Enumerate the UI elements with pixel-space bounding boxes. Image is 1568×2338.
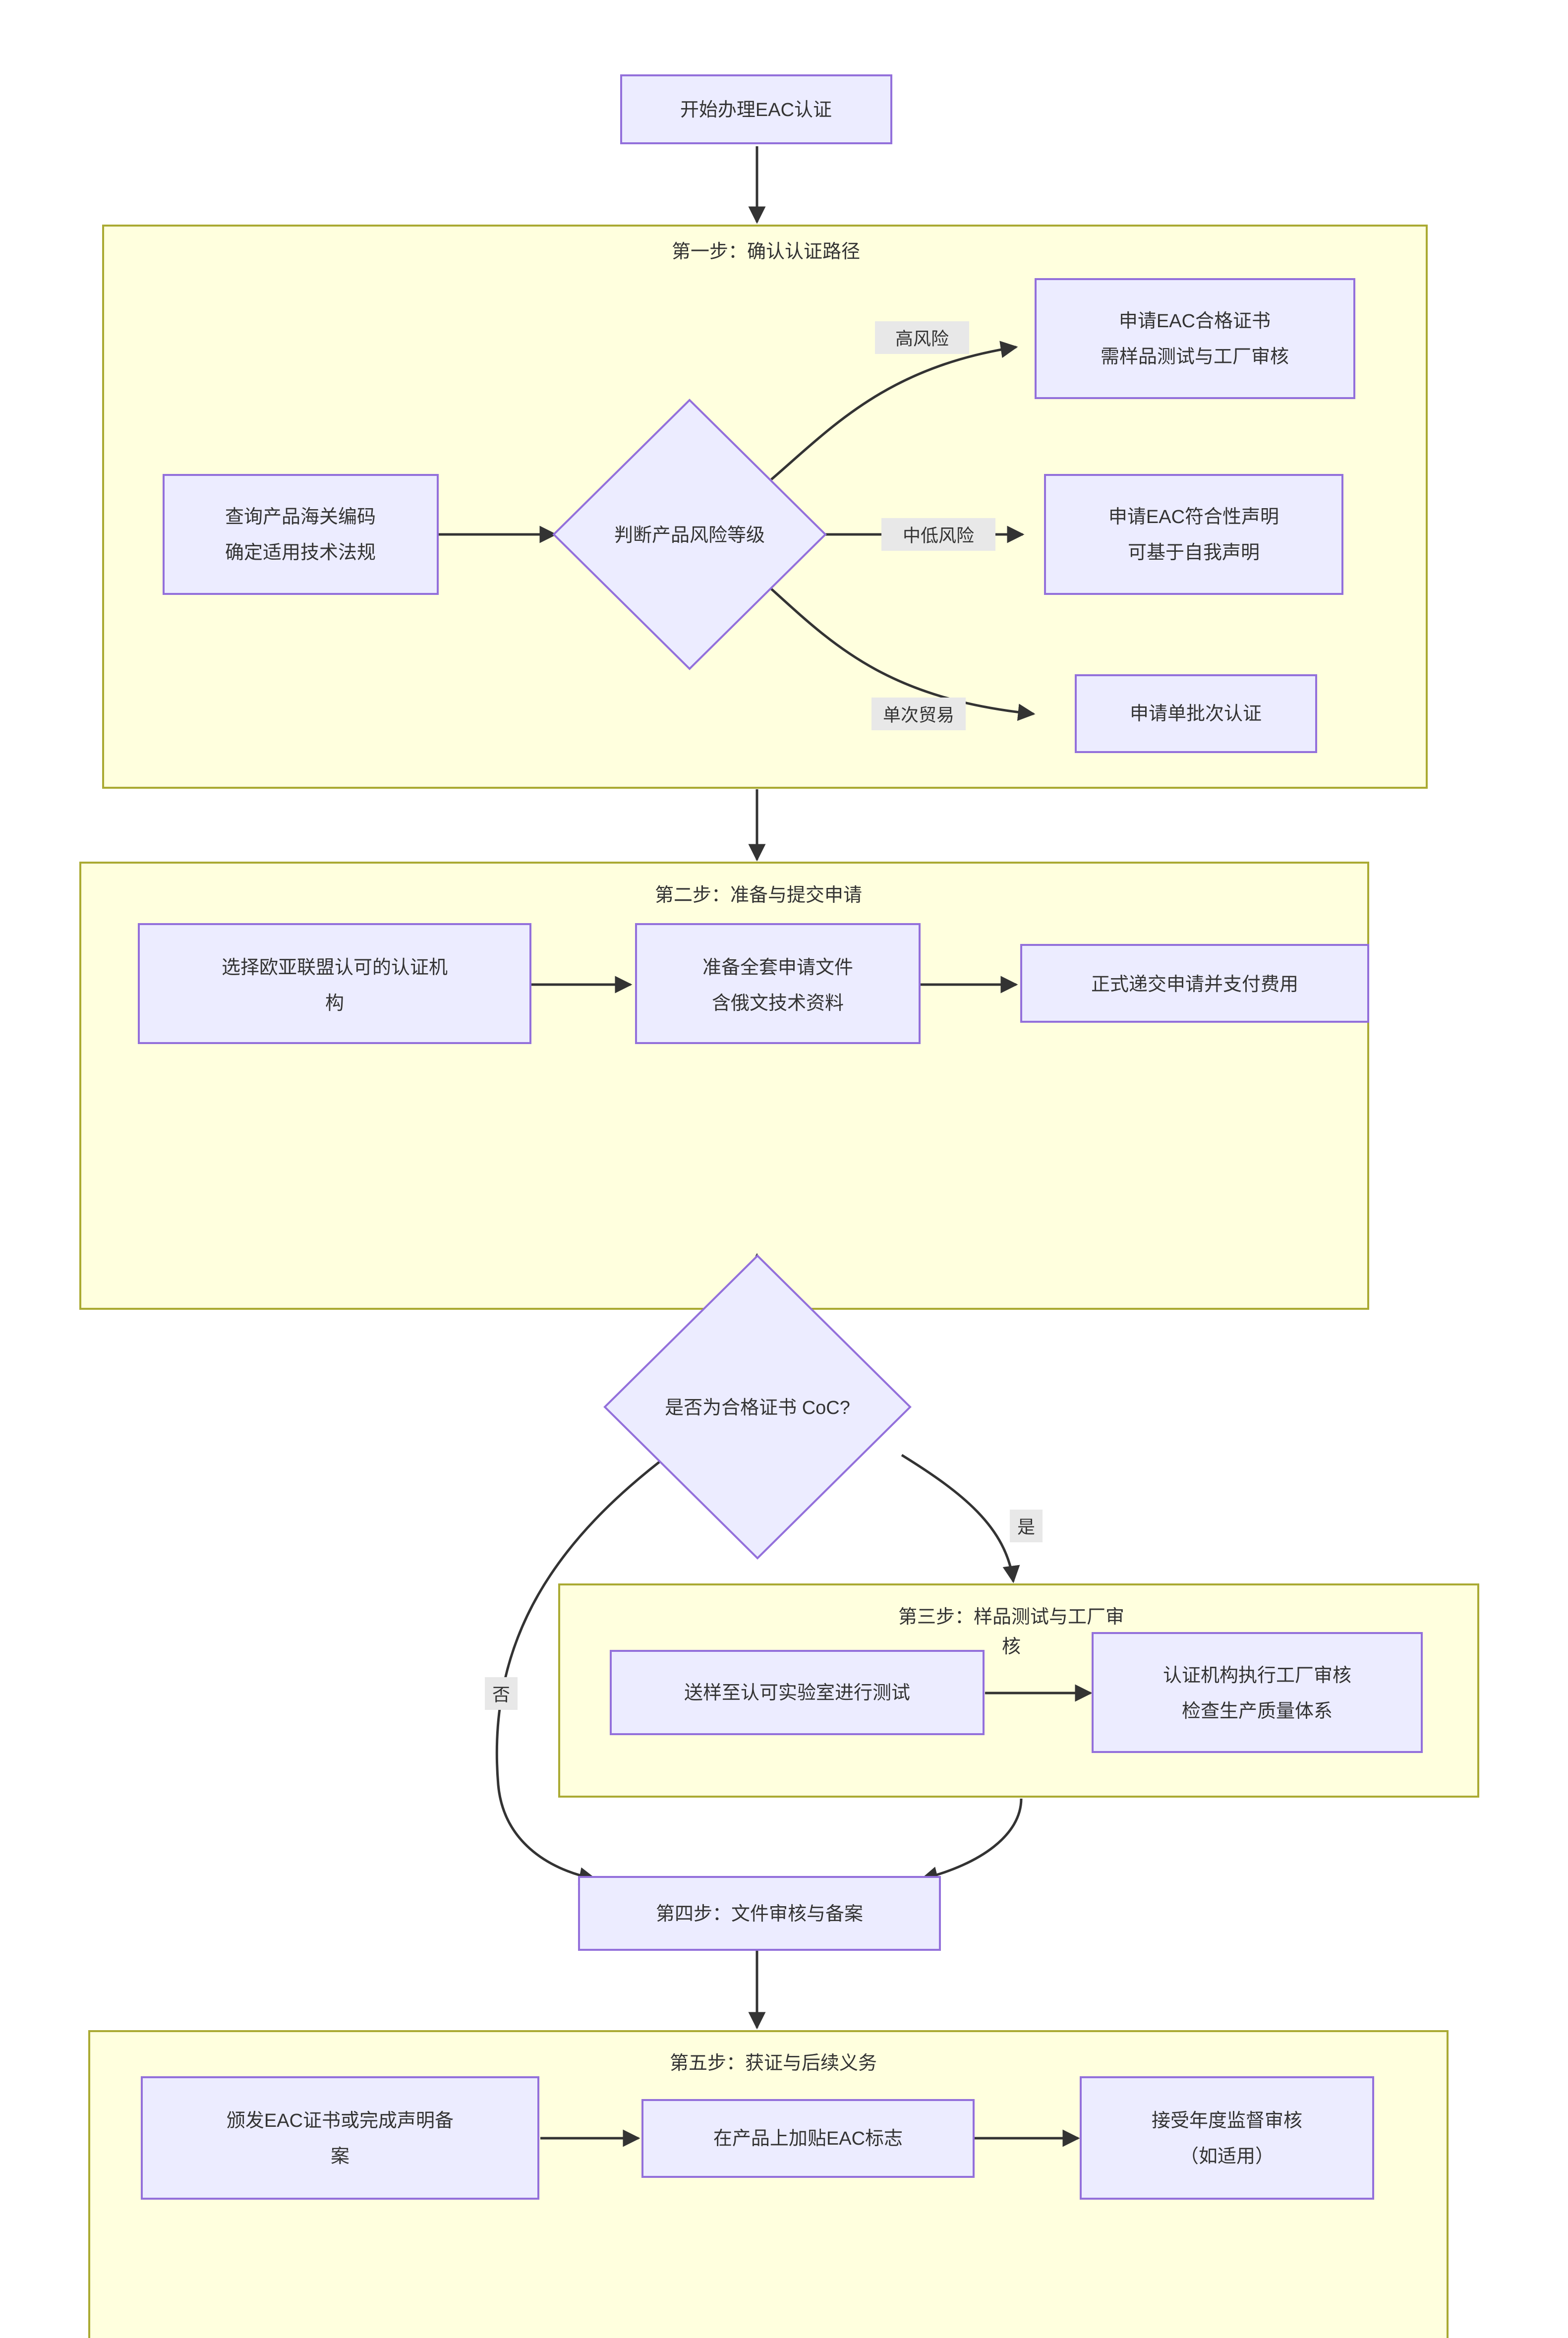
edge-label-no-bg [485,1677,518,1710]
edge-risk-to-single [770,588,1036,721]
node-prepare-docs[interactable]: 准备全套申请文件 含俄文技术资料 [635,923,921,1044]
edge-label-single-trade: 单次贸易 [871,698,966,730]
edge-label-high-risk: 高风险 [875,321,969,354]
node-single-batch[interactable]: 申请单批次认证 [1075,674,1317,753]
node-coc-apply[interactable]: 申请EAC合格证书 需样品测试与工厂审核 [1035,278,1355,399]
node-lab-test-label: 送样至认可实验室进行测试 [684,1683,910,1703]
node-doc-apply-rect[interactable] [1044,474,1343,595]
node-single-batch-label: 申请单批次认证 [1130,703,1262,724]
node-factory-audit-line2: 检查生产质量体系 [1182,1701,1333,1722]
cluster-step1-label: 第一步：确认认证路径 [672,241,860,262]
node-risk-decision-label: 判断产品风险等级 [614,525,765,546]
node-hs-code-rect[interactable] [163,474,439,595]
edge-label-high-risk-bg [875,321,969,354]
edge-label-yes-bg [1010,1510,1043,1542]
edge-label-mid-low-risk: 中低风险 [881,518,995,551]
node-start-rect[interactable] [620,74,892,144]
node-affix-mark-label: 在产品上加贴EAC标志 [713,2128,903,2149]
node-step4-rect[interactable] [578,1876,941,1951]
node-annual-audit-line2: （如适用） [1180,2146,1274,2167]
edge-label-high-risk-text: 高风险 [895,329,949,349]
edge-label-yes: 是 [1010,1510,1043,1542]
node-coc-question-shape[interactable] [603,1254,912,1560]
node-choose-body-line2: 构 [325,993,344,1014]
node-step4[interactable]: 第四步：文件审核与备案 [578,1876,941,1951]
edge-step3-to-step4 [920,1798,1023,1884]
node-coc-question-label: 是否为合格证书 CoC? [665,1398,850,1418]
node-hs-code[interactable]: 查询产品海关编码 确定适用技术法规 [163,474,439,595]
node-start-label: 开始办理EAC认证 [680,100,832,120]
node-single-batch-rect[interactable] [1075,674,1317,753]
node-choose-body-line1: 选择欧亚联盟认可的认证机 [222,957,448,978]
node-issue-cert-line2: 案 [331,2146,349,2167]
edge-label-single-trade-text: 单次贸易 [883,705,954,725]
cluster-step3-label-line2: 核 [1002,1637,1021,1657]
node-doc-apply[interactable]: 申请EAC符合性声明 可基于自我声明 [1044,474,1343,595]
node-issue-cert[interactable]: 颁发EAC证书或完成声明备 案 [141,2076,539,2200]
node-start[interactable]: 开始办理EAC认证 [620,74,892,144]
node-hs-code-line2: 确定适用技术法规 [225,542,376,563]
node-choose-body-rect[interactable] [138,923,531,1044]
node-annual-audit-rect[interactable] [1080,2076,1374,2200]
edge-question-yes-to-step3 [901,1454,1020,1583]
edge-label-no: 否 [485,1677,518,1710]
node-coc-apply-line2: 需样品测试与工厂审核 [1101,347,1289,367]
node-step4-label: 第四步：文件审核与备案 [656,1904,863,1925]
node-choose-body[interactable]: 选择欧亚联盟认可的认证机 构 [138,923,531,1044]
node-affix-mark[interactable]: 在产品上加贴EAC标志 [641,2099,975,2178]
edge-label-yes-text: 是 [1017,1517,1035,1537]
cluster-step5-label: 第五步：获证与后续义务 [670,2053,877,2074]
node-hs-code-line1: 查询产品海关编码 [225,507,376,527]
edge-label-mid-low-risk-text: 中低风险 [903,526,974,546]
node-prepare-docs-rect[interactable] [635,923,921,1044]
node-annual-audit-line1: 接受年度监督审核 [1152,2110,1302,2131]
node-annual-audit[interactable]: 接受年度监督审核 （如适用） [1080,2076,1374,2200]
cluster-step2-label: 第二步：准备与提交申请 [655,885,862,906]
edge-label-single-trade-bg [871,698,966,730]
node-doc-apply-line1: 申请EAC符合性声明 [1108,507,1279,527]
node-prepare-docs-line2: 含俄文技术资料 [712,993,844,1014]
edge-question-no-to-step4 [495,1453,671,1884]
node-factory-audit-rect[interactable] [1092,1632,1423,1753]
edge-label-no-text: 否 [492,1685,510,1705]
node-factory-audit[interactable]: 认证机构执行工厂审核 检查生产质量体系 [1092,1632,1423,1753]
node-issue-cert-line1: 颁发EAC证书或完成声明备 [227,2110,454,2131]
node-factory-audit-line1: 认证机构执行工厂审核 [1163,1665,1351,1686]
node-submit-pay[interactable]: 正式递交申请并支付费用 [1020,944,1369,1023]
node-submit-pay-label: 正式递交申请并支付费用 [1091,974,1298,995]
node-lab-test[interactable]: 送样至认可实验室进行测试 [610,1650,985,1735]
node-coc-apply-rect[interactable] [1035,278,1355,399]
node-doc-apply-line2: 可基于自我声明 [1128,542,1260,563]
cluster-step3-label-line1: 第三步：样品测试与工厂审 [898,1607,1124,1628]
node-coc-question[interactable]: 是否为合格证书 CoC? [603,1254,912,1560]
edge-risk-to-coc [770,341,1018,480]
node-risk-decision-shape[interactable] [552,399,827,670]
node-affix-mark-rect[interactable] [641,2099,975,2178]
node-lab-test-rect[interactable] [610,1650,985,1735]
node-prepare-docs-line1: 准备全套申请文件 [702,957,853,978]
node-issue-cert-rect[interactable] [141,2076,539,2200]
node-submit-pay-rect[interactable] [1020,944,1369,1023]
node-coc-apply-line1: 申请EAC合格证书 [1119,311,1271,332]
edge-label-mid-low-risk-bg [881,518,995,551]
node-risk-decision[interactable]: 判断产品风险等级 [552,399,827,670]
